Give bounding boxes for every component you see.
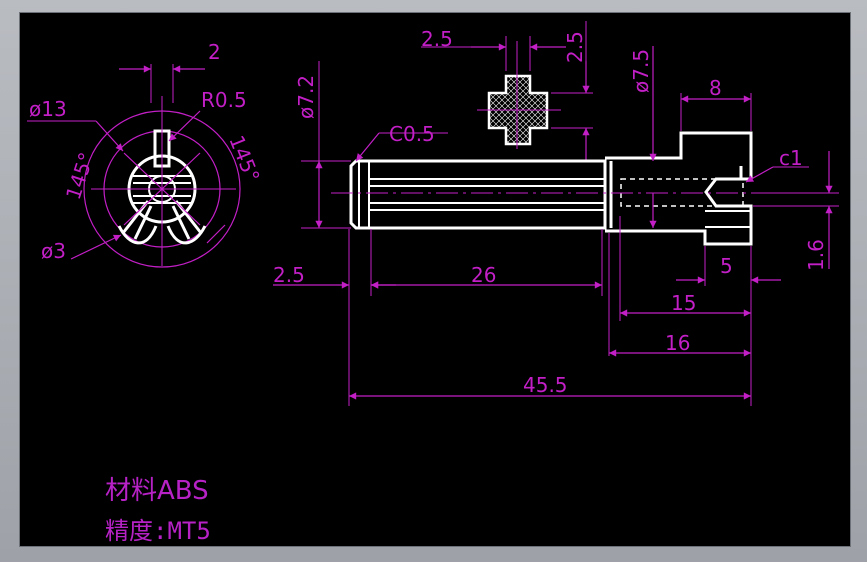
shaft-outline <box>349 159 607 230</box>
dim-h16: 1.6 <box>804 239 828 271</box>
dim-d72: ø7.2 <box>294 75 318 119</box>
dim-h25-top: 2.5 <box>563 31 587 63</box>
end-view <box>27 64 241 268</box>
dim-d75: ø7.5 <box>629 49 653 93</box>
precision-note: 精度:MT5 <box>105 517 211 545</box>
dim-l455: 45.5 <box>523 373 568 397</box>
dimension-labels: ø13 2 R0.5 145° 145° ø3 ø7.2 C0.5 2.5 2.… <box>29 27 828 397</box>
dim-c05: C0.5 <box>389 122 435 146</box>
dimension-lines <box>273 46 839 406</box>
dim-w25-top: 2.5 <box>421 27 453 51</box>
dim-d3: ø3 <box>41 239 66 263</box>
cad-drawing: ø13 2 R0.5 145° 145° ø3 ø7.2 C0.5 2.5 2.… <box>27 21 839 545</box>
drawing-notes: 材料ABS 精度:MT5 <box>105 476 211 545</box>
dim-w8: 8 <box>709 76 722 100</box>
dim-angle-left: 145° <box>61 149 99 202</box>
dim-w2: 2 <box>208 40 221 64</box>
dim-d13: ø13 <box>29 97 67 121</box>
material-note: 材料ABS <box>105 476 209 506</box>
side-view <box>331 131 766 246</box>
dim-l15: 15 <box>671 291 696 315</box>
dim-r05: R0.5 <box>201 88 247 112</box>
dim-l25: 2.5 <box>273 263 305 287</box>
dim-w5: 5 <box>720 254 733 278</box>
dim-angle-right: 145° <box>224 132 264 186</box>
dim-l26: 26 <box>471 263 496 287</box>
dim-l16: 16 <box>665 331 690 355</box>
cad-drawing-canvas[interactable]: ø13 2 R0.5 145° 145° ø3 ø7.2 C0.5 2.5 2.… <box>19 12 851 547</box>
cross-section <box>421 21 593 161</box>
dim-c1: c1 <box>779 146 803 170</box>
